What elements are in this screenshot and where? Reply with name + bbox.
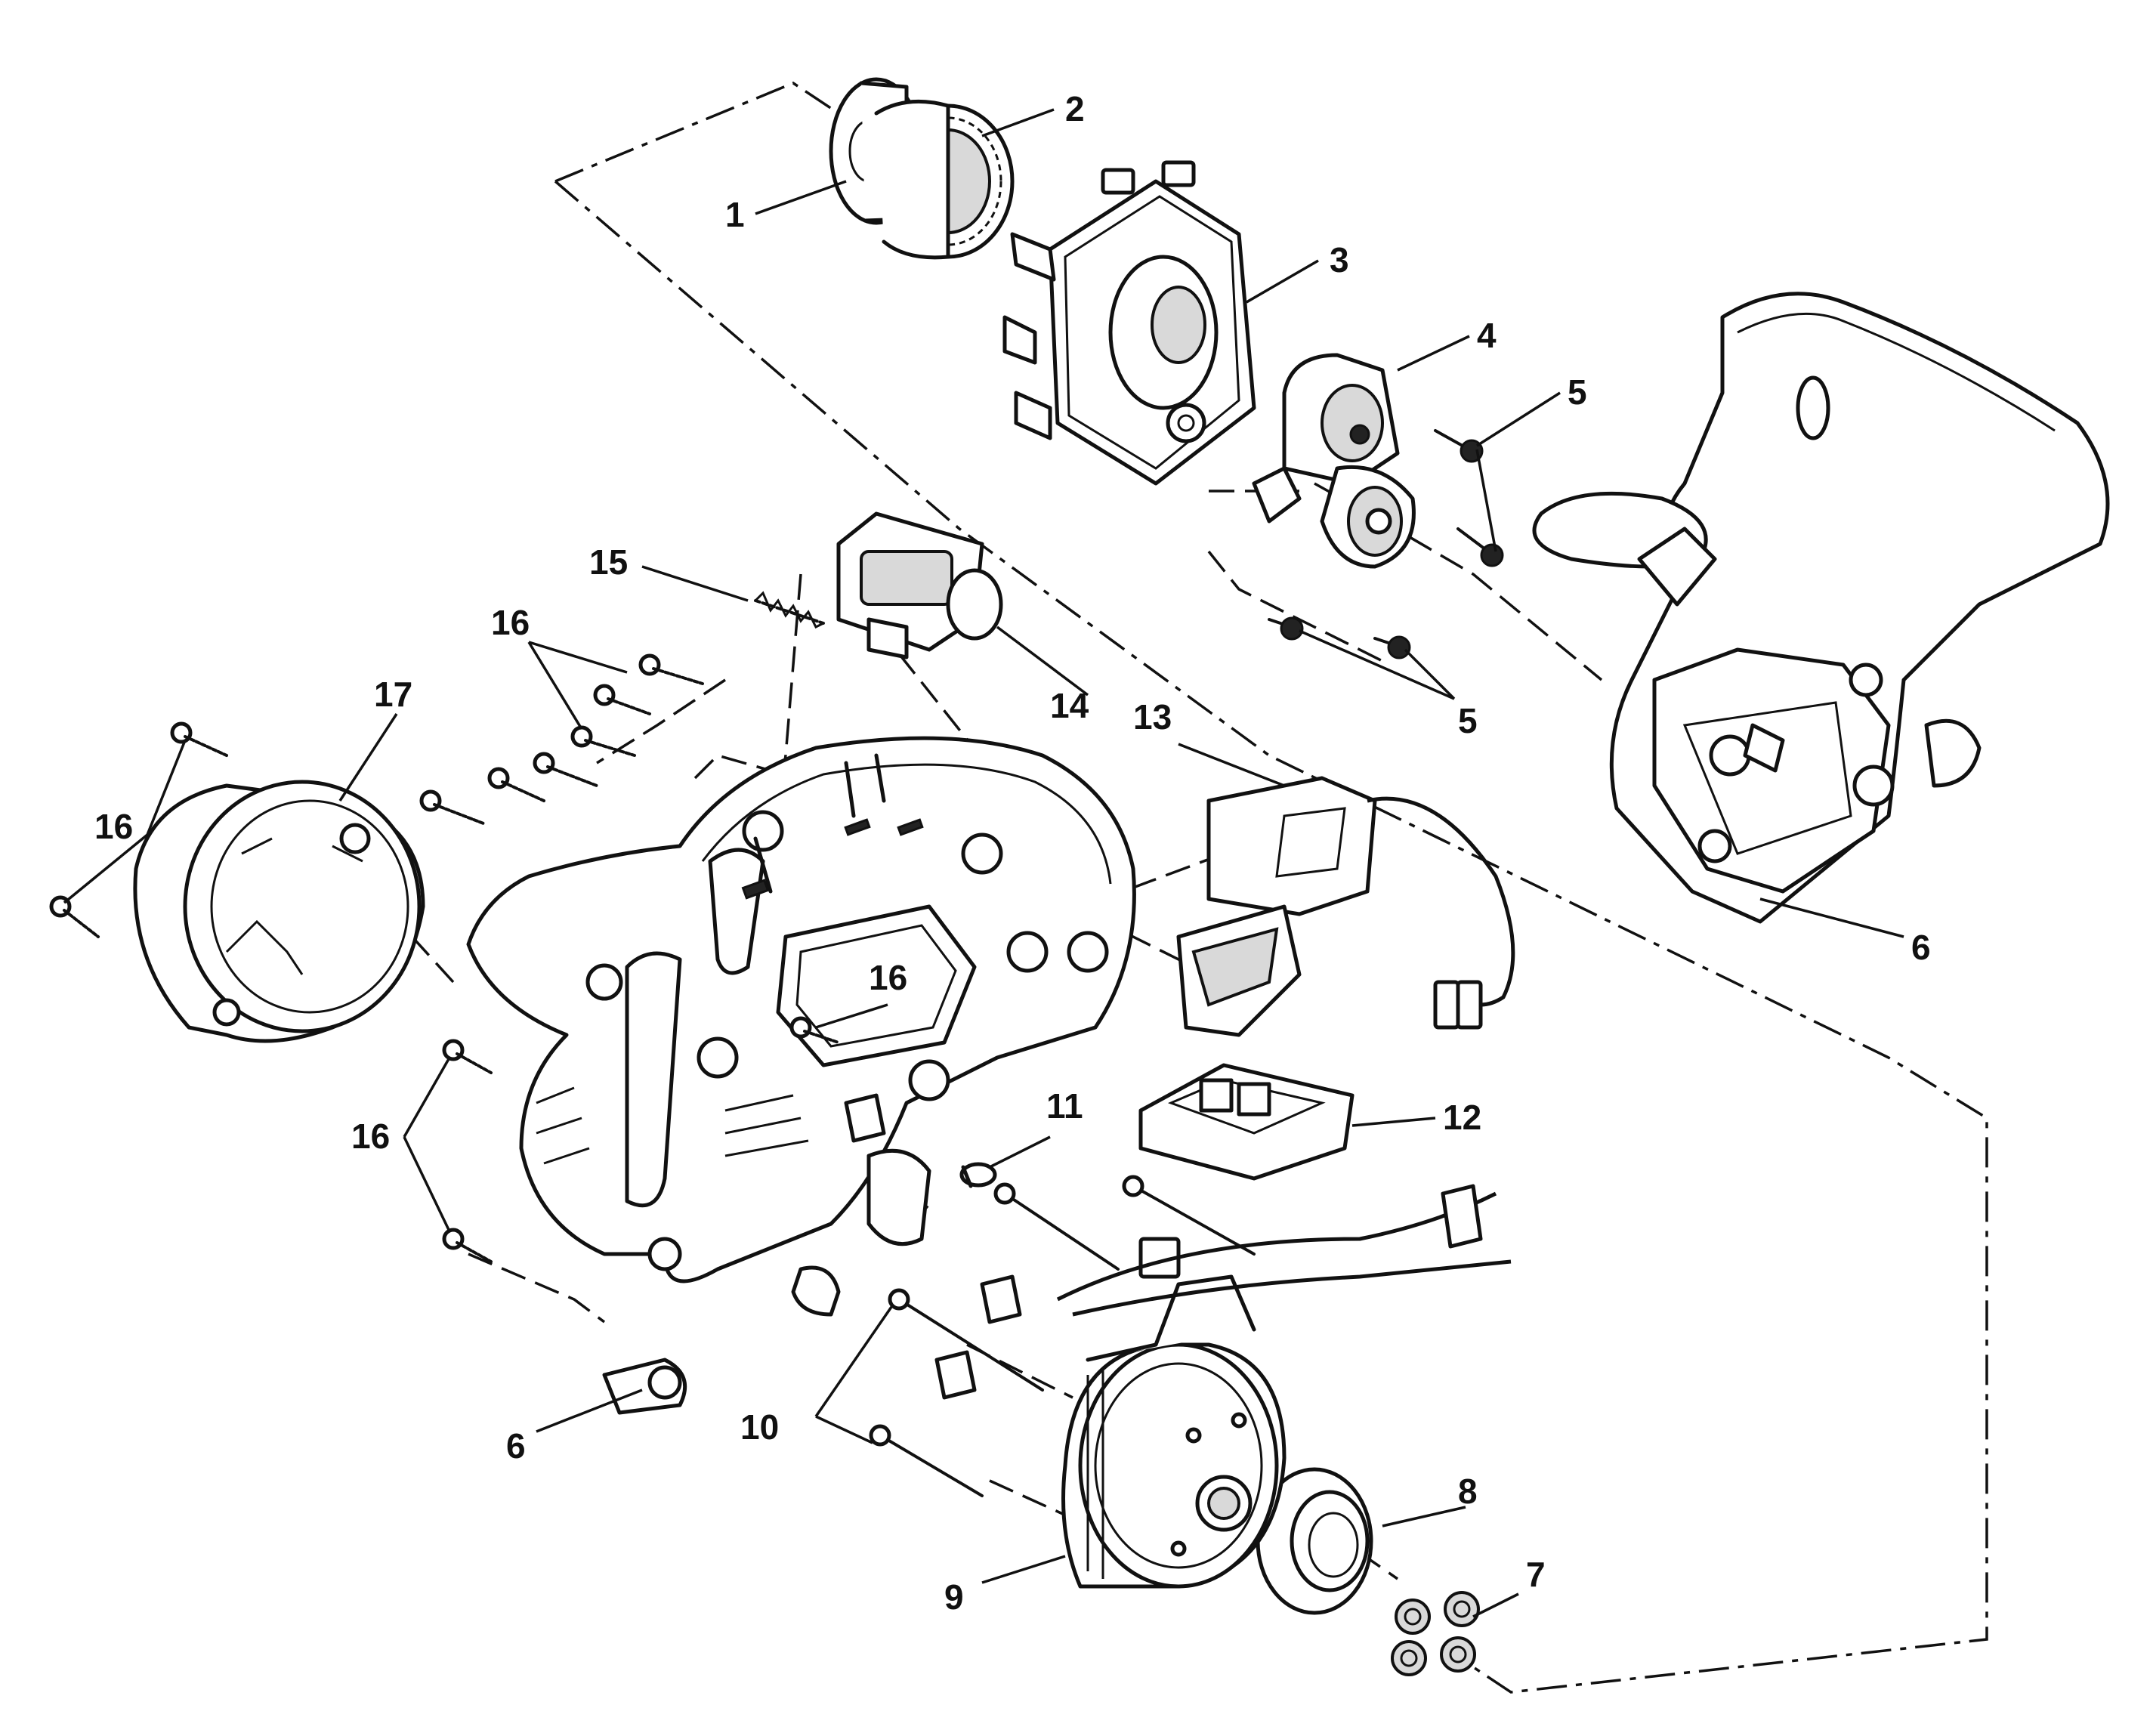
- part-10-long-screws: [869, 1175, 1256, 1497]
- part-12-switch-plate: [1138, 1063, 1355, 1181]
- part-13-switch: [1176, 776, 1515, 1037]
- callout-16a: 16: [491, 603, 530, 642]
- part-4-motor-plate: [1252, 353, 1416, 569]
- callout-4: 4: [1477, 316, 1497, 355]
- part-8-washer: [1256, 1467, 1373, 1615]
- part-14-switch-lever: [836, 511, 1003, 659]
- callout-15: 15: [589, 542, 628, 582]
- callout-16b: 16: [94, 807, 133, 846]
- callout-9: 9: [944, 1577, 964, 1617]
- callout-1: 1: [725, 195, 745, 234]
- part-3-gear-housing: [1002, 160, 1256, 486]
- callout-17: 17: [374, 675, 412, 714]
- callout-6a: 6: [1911, 928, 1931, 967]
- callout-3: 3: [1330, 240, 1349, 280]
- callout-14: 14: [1050, 686, 1089, 725]
- callout-16c: 16: [869, 958, 907, 997]
- callout-12: 12: [1443, 1098, 1481, 1137]
- callout-6b: 6: [506, 1426, 526, 1466]
- callout-13: 13: [1133, 697, 1172, 737]
- callout-8: 8: [1458, 1472, 1478, 1511]
- part-16-screws: [49, 653, 840, 1263]
- callout-7: 7: [1526, 1555, 1546, 1594]
- callout-2: 2: [1065, 89, 1085, 128]
- part-6-housing-left: [466, 736, 1136, 1415]
- motor-wires: [934, 1184, 1512, 1400]
- part-2-ring-gear: [874, 99, 1015, 260]
- part-11-pin: [959, 1162, 997, 1188]
- callout-leaders: [63, 108, 1904, 1618]
- part-6-housing-right: [1532, 292, 2110, 924]
- part-9-motor: [1061, 1237, 1287, 1589]
- callout-16d: 16: [351, 1117, 390, 1156]
- part-7-planet-gears: [1391, 1591, 1480, 1676]
- part-15-spring: [754, 591, 825, 629]
- callout-5b: 5: [1458, 701, 1478, 740]
- callout-11: 11: [1046, 1086, 1083, 1126]
- callout-labels: 1 2 3 4 5 5 6 6 7 8 9 10 11 12 13 14 15 …: [94, 89, 1931, 1617]
- part-17-end-cover: [133, 780, 425, 1043]
- callout-10: 10: [740, 1407, 779, 1447]
- callout-5a: 5: [1568, 372, 1587, 412]
